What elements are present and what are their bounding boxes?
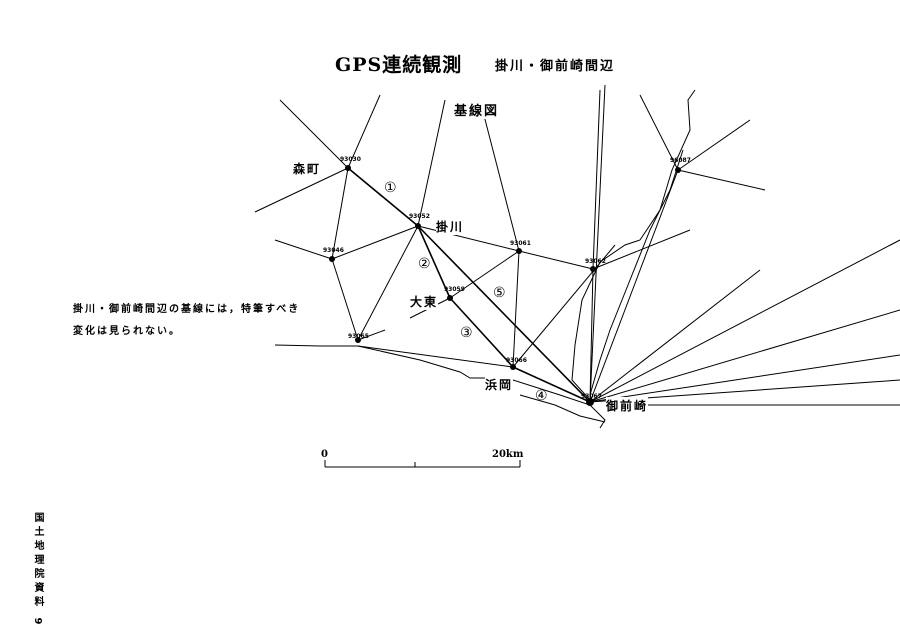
baseline-label-4: ④ <box>535 388 548 404</box>
network-lines <box>254 84 900 406</box>
station-id: 93067 <box>581 393 602 400</box>
station-id: 93066 <box>506 357 527 364</box>
page-title: GPS連続観測 <box>335 54 463 76</box>
station-marker <box>516 248 522 254</box>
station-id: 93052 <box>409 213 430 220</box>
station-id: 93062 <box>585 258 606 265</box>
station-id: 93061 <box>510 240 531 247</box>
place-kakegawa: 掛川 <box>436 218 465 235</box>
station-id: 93065 <box>348 333 369 340</box>
station-marker <box>447 295 453 301</box>
station-marker <box>675 167 681 173</box>
page-number: 9 <box>32 617 43 628</box>
note-line-2: 変化は見られない。 <box>73 326 181 337</box>
side-label: 国土地理院資料 9 <box>30 512 45 628</box>
page-subtitle: 掛川・御前崎間辺 <box>495 59 616 74</box>
station-marker <box>329 256 335 262</box>
station-markers <box>329 165 681 406</box>
station-marker <box>590 266 596 272</box>
place-omaezaki: 御前崎 <box>606 397 649 414</box>
baseline-label-3: ③ <box>460 325 473 341</box>
place-morimachi: 森町 <box>293 160 322 177</box>
scale-end-label: 20km <box>492 449 524 460</box>
station-id: 93046 <box>323 247 344 254</box>
station-marker <box>345 165 351 171</box>
source-label: 国土地理院資料 <box>32 512 43 610</box>
note-line-1: 掛川・御前崎間辺の基線には，特筆すべき <box>73 304 301 315</box>
map-title: 基線図 <box>452 100 502 119</box>
scale-bar <box>324 460 521 468</box>
place-hamaoka: 浜岡 <box>485 376 514 393</box>
baseline-label-1: ① <box>384 180 397 196</box>
baseline-label-5: ⑤ <box>493 285 506 301</box>
station-marker <box>415 223 421 229</box>
baseline-label-2: ② <box>418 256 431 272</box>
place-daito: 大東 <box>410 293 439 310</box>
coastline <box>274 89 696 429</box>
station-marker <box>510 364 516 370</box>
station-id: 93030 <box>340 156 361 163</box>
station-marker <box>586 398 594 406</box>
station-marker <box>355 337 361 343</box>
scale-start-label: 0 <box>321 449 328 460</box>
station-id: 93059 <box>444 286 465 293</box>
station-id: 96087 <box>670 157 691 164</box>
